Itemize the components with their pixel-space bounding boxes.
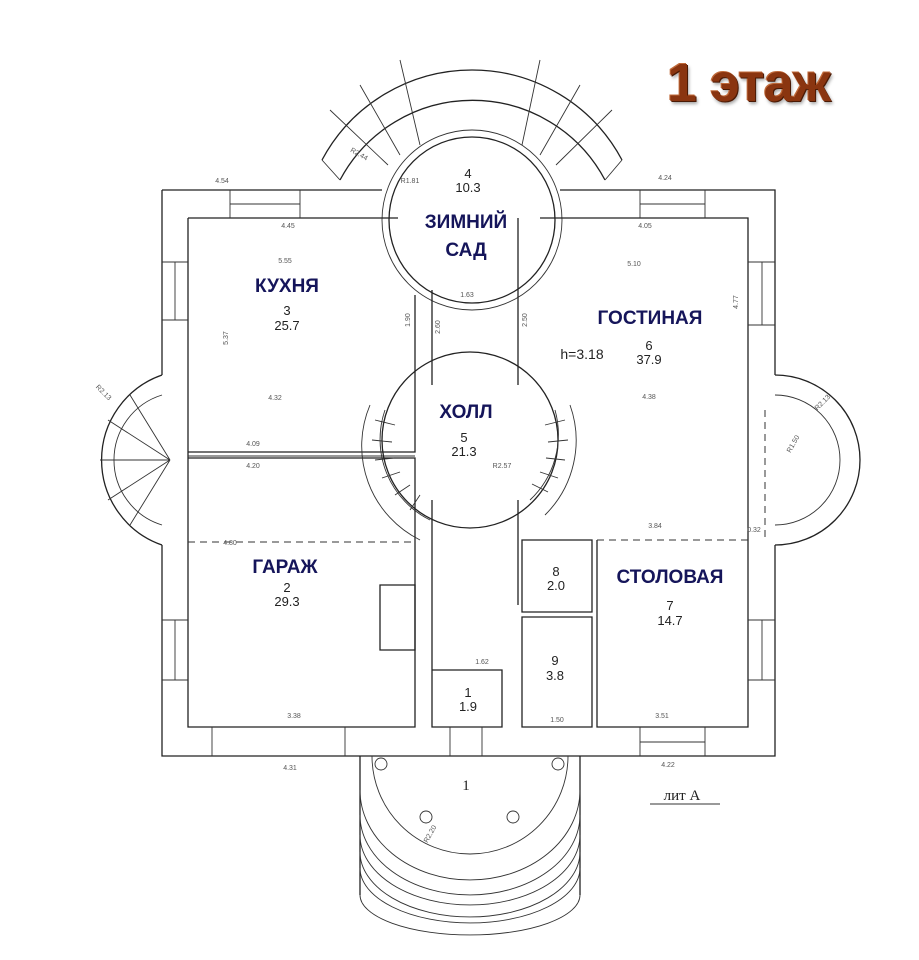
room-area: 21.3 (451, 444, 476, 459)
dimension: 4.24 (658, 175, 672, 182)
dimension: R1.50 (786, 434, 801, 454)
room-number: 2 (283, 580, 290, 595)
dimension: R2.57 (493, 463, 512, 470)
dimension: 1.62 (475, 659, 489, 666)
room-number: 7 (666, 598, 673, 613)
dimension: 3.84 (648, 523, 662, 530)
room-name: ХОЛЛ (439, 402, 492, 423)
porch-label: 1 (462, 778, 470, 794)
room-area: 1.9 (459, 699, 477, 714)
room-number: 9 (551, 653, 558, 668)
room-number: 4 (464, 166, 471, 181)
dimension: 4.45 (281, 223, 295, 230)
dimension: 4.38 (642, 394, 656, 401)
room-name: СТОЛОВАЯ (617, 567, 724, 588)
left-stair-bay (100, 374, 171, 546)
room-area: 2.0 (547, 578, 565, 593)
dimension: 4.80 (223, 540, 237, 547)
room-name: ЗИМНИЙ (425, 211, 507, 233)
right-bay (774, 374, 861, 546)
dimension: 2.60 (435, 320, 442, 334)
dimension: 4.05 (638, 223, 652, 230)
dimension: 1.90 (405, 313, 412, 327)
dimension: R1.81 (401, 178, 420, 185)
dimension: 4.77 (733, 295, 740, 309)
dimension: 1.63 (460, 292, 474, 299)
room-number: 5 (460, 430, 467, 445)
dimension: 4.09 (246, 441, 260, 448)
dimension: 5.10 (627, 261, 641, 268)
floor-title: 1 этаж (667, 53, 831, 113)
dimension: R2.20 (423, 824, 438, 844)
lit-label: лит А (664, 788, 701, 804)
dimension: 3.51 (655, 713, 669, 720)
room-name: ГОСТИНАЯ (598, 308, 703, 329)
dimension: 4.20 (246, 463, 260, 470)
room-area: 3.8 (546, 668, 564, 683)
dimension: R2.13 (94, 384, 112, 402)
room-number: 6 (645, 338, 652, 353)
dimension: 4.22 (661, 762, 675, 769)
dimension: 4.54 (215, 178, 229, 185)
dimension: R2.13 (814, 394, 832, 412)
ceiling-height: h=3.18 (560, 346, 603, 362)
winter-garden-terrace (321, 59, 623, 311)
room-area: 25.7 (274, 318, 299, 333)
dimension: 0.32 (747, 527, 761, 534)
room-area: 10.3 (455, 180, 480, 195)
column (551, 757, 565, 771)
walls (161, 189, 776, 757)
column (506, 810, 520, 824)
column (374, 757, 388, 771)
dimension: 4.32 (268, 395, 282, 402)
room-number: 1 (464, 685, 471, 700)
room-number: 3 (283, 303, 290, 318)
room-labels: 4 10.3 ЗИМНИЙ САД КУХНЯ 3 25.7 ГОСТИНАЯ … (252, 166, 724, 805)
dimension: 3.38 (287, 713, 301, 720)
room-area: 37.9 (636, 352, 661, 367)
dimension: 2.50 (522, 313, 529, 327)
room-name: САД (445, 240, 487, 261)
dimension: 1.50 (550, 717, 564, 724)
room-number: 8 (552, 564, 559, 579)
dimension: 5.55 (278, 258, 292, 265)
room-name: ГАРАЖ (252, 557, 318, 578)
room-name: КУХНЯ (255, 276, 319, 297)
column (419, 810, 433, 824)
dimension: 5.37 (223, 331, 230, 345)
hall-staircase (361, 351, 577, 651)
room-area: 14.7 (657, 613, 682, 628)
room-area: 29.3 (274, 594, 299, 609)
porch (359, 755, 581, 936)
dimension: 4.31 (283, 765, 297, 772)
